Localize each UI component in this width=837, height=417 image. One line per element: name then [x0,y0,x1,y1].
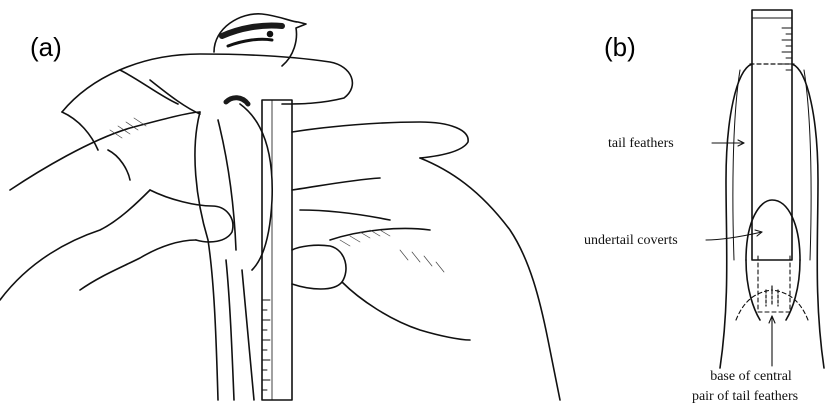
base-central-label-line2: pair of tail feathers [660,389,830,405]
tail-feathers-label: tail feathers [608,136,674,152]
base-central-label-line1: base of central [681,369,821,385]
undertail-coverts-label: undertail coverts [584,233,678,249]
